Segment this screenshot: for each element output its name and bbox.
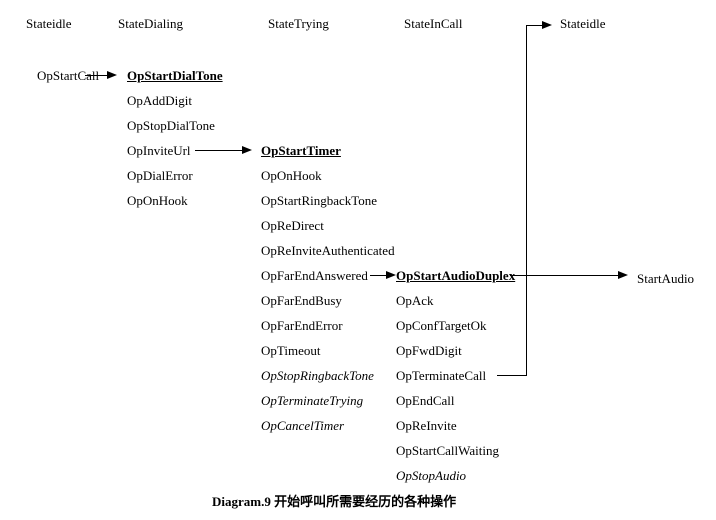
state-label-trying: StateTrying xyxy=(268,16,329,31)
operation-label: OpStartAudioDuplex xyxy=(396,268,516,283)
arrow-terminatecall-to-idle xyxy=(526,25,543,26)
operation-label: OpStartDialTone xyxy=(127,68,223,83)
operation-label: OpReInviteAuthenticated xyxy=(261,243,395,258)
operation-label: OpOnHook xyxy=(261,168,322,183)
operation-label: StartAudio xyxy=(637,271,695,286)
connector-line-terminatecall-vertical xyxy=(526,25,527,376)
arrowhead-icon xyxy=(618,271,628,279)
operation-label: OpConfTargetOk xyxy=(396,318,487,333)
diagram-caption: Diagram.9 开始呼叫所需要经历的各种操作 xyxy=(212,494,457,509)
operation-label: OpFarEndError xyxy=(261,318,343,333)
arrow-inviteurl-to-starttimer xyxy=(195,150,243,151)
arrowhead-icon xyxy=(542,21,552,29)
operation-label: OpReInvite xyxy=(396,418,457,433)
state-label-dialing: StateDialing xyxy=(118,16,183,31)
operation-label: OpStartRingbackTone xyxy=(261,193,378,208)
operation-label: OpTimeout xyxy=(261,343,321,358)
state-label-idle-right: Stateidle xyxy=(560,16,606,31)
operation-label: OpAck xyxy=(396,293,434,308)
arrowhead-icon xyxy=(242,146,252,154)
state-label-incall: StateInCall xyxy=(404,16,463,31)
operation-label: OpInviteUrl xyxy=(127,143,191,158)
arrowhead-icon xyxy=(107,71,117,79)
arrowhead-icon xyxy=(386,271,396,279)
operation-label: OpOnHook xyxy=(127,193,188,208)
operation-label: OpStopDialTone xyxy=(127,118,215,133)
operation-label: OpStopAudio xyxy=(396,468,467,483)
connector-line-terminatecall-stub xyxy=(497,375,527,376)
operation-label: OpStopRingbackTone xyxy=(261,368,374,383)
operation-label: OpStartCall xyxy=(37,68,100,83)
state-label-idle-left: Stateidle xyxy=(26,16,72,31)
arrow-farendanswered-to-duplex xyxy=(370,275,387,276)
arrow-startcall-to-startdialtone xyxy=(85,75,108,76)
operation-label: OpEndCall xyxy=(396,393,455,408)
operation-label: OpReDirect xyxy=(261,218,324,233)
operation-label: OpTerminateCall xyxy=(396,368,487,383)
operation-label: OpTerminateTrying xyxy=(261,393,364,408)
operation-label: OpDialError xyxy=(127,168,193,183)
operation-label: OpFarEndAnswered xyxy=(261,268,368,283)
operation-label: OpStartTimer xyxy=(261,143,341,158)
operation-label: OpStartCallWaiting xyxy=(396,443,499,458)
operation-label: OpFwdDigit xyxy=(396,343,462,358)
operation-label: OpFarEndBusy xyxy=(261,293,342,308)
arrow-duplex-to-startaudio xyxy=(510,275,619,276)
operation-label: OpCancelTimer xyxy=(261,418,345,433)
operation-label: OpAddDigit xyxy=(127,93,192,108)
